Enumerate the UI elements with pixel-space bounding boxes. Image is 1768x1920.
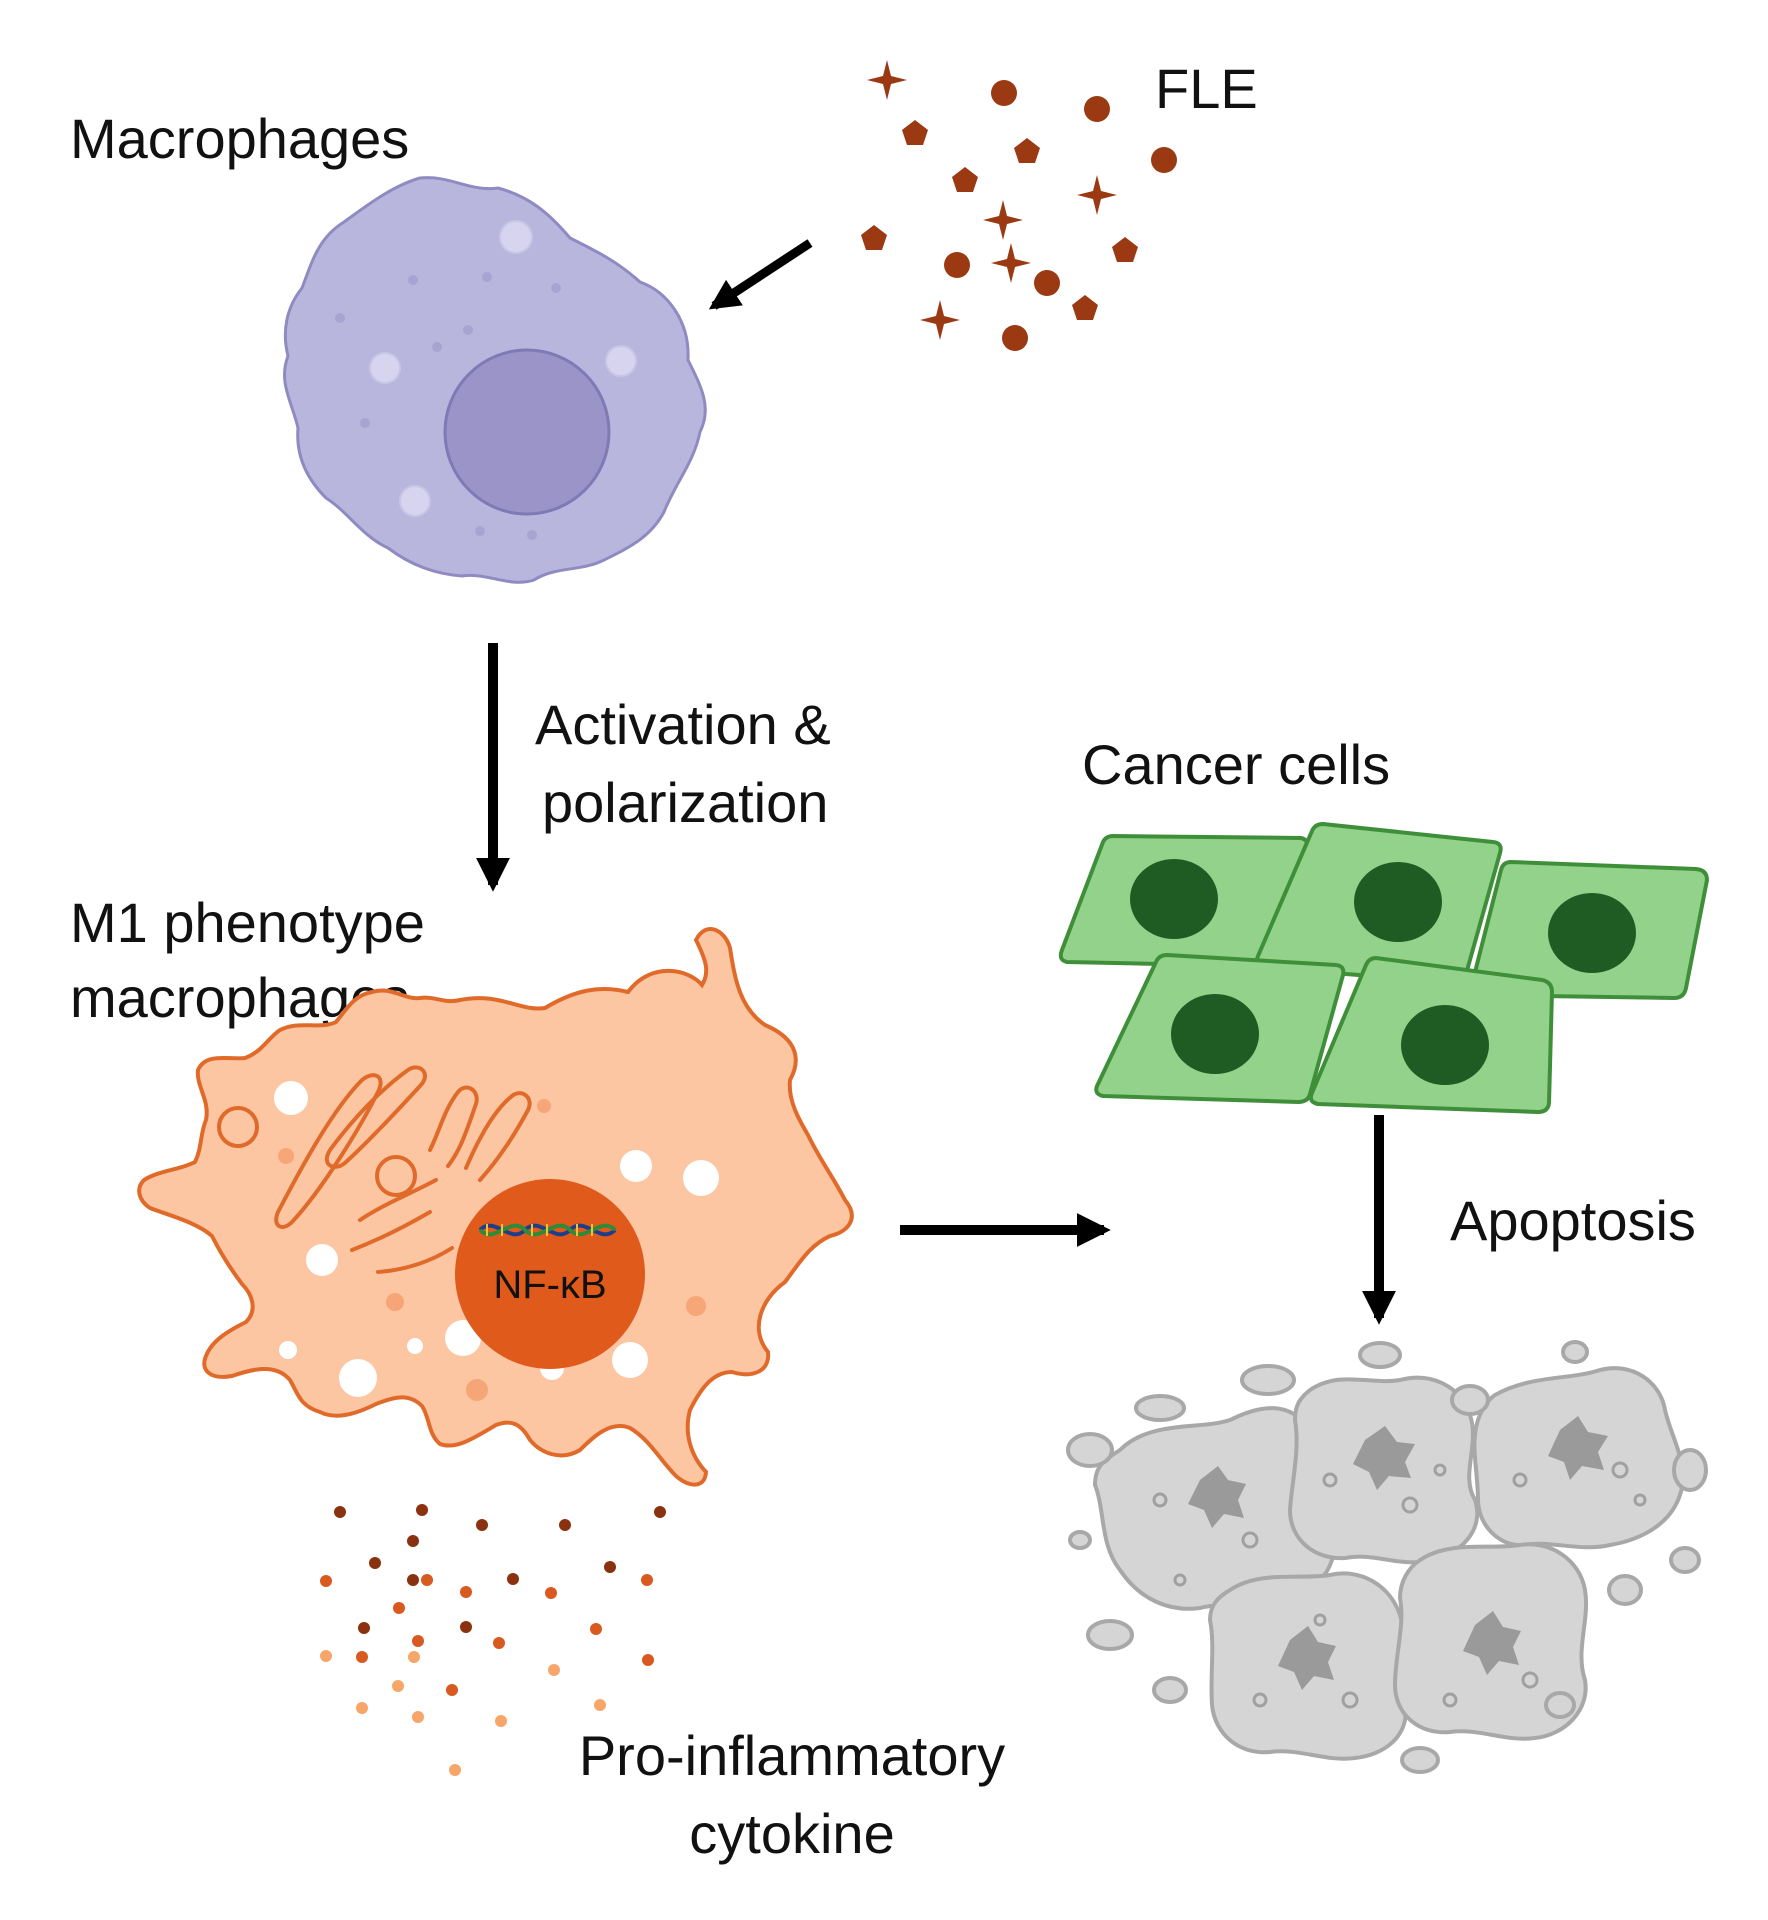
m1-macrophage: NF-κB (137, 927, 854, 1487)
fle-pentagon (1014, 138, 1040, 163)
apoptotic-fragment (1450, 1384, 1490, 1416)
fle-dot (944, 252, 970, 278)
apoptotic-fragment (1400, 1746, 1440, 1774)
fle-pentagon (952, 167, 978, 192)
apoptotic-fragment (1607, 1574, 1643, 1606)
cytokine-label-line2: cytokine (689, 1802, 894, 1865)
fle-star (991, 243, 1031, 283)
fle-dot (1002, 325, 1028, 351)
vesicle (369, 352, 401, 384)
fle-star (867, 60, 907, 100)
macrophage-nucleus (443, 348, 611, 516)
apoptotic-chromatin (1188, 1416, 1608, 1690)
apoptosis-label: Apoptosis (1450, 1189, 1696, 1252)
apoptotic-fragment (1134, 1394, 1186, 1422)
cancer-cell-nucleus (1171, 994, 1259, 1074)
cancer-cell-nucleus (1354, 862, 1442, 942)
cancer-cell-nucleus (1401, 1005, 1489, 1085)
vesicle (605, 345, 637, 377)
fle-star (1077, 175, 1117, 215)
apoptotic-fragment (1669, 1546, 1701, 1574)
apoptotic-fragment (1066, 1432, 1114, 1468)
vesicle (499, 220, 533, 254)
fle-pentagon (861, 225, 887, 250)
m1-vesicle (375, 1155, 417, 1197)
activation-label-line2: polarization (542, 771, 828, 834)
apoptotic-fragment (1068, 1530, 1092, 1550)
fle-dot (1151, 147, 1177, 173)
dna-helix-icon (478, 1223, 617, 1237)
cancer-cell-nucleus (1130, 859, 1218, 939)
fle-pentagon (1112, 237, 1138, 262)
apoptotic-granules (1152, 1461, 1647, 1709)
m1-label-line1: M1 phenotype (70, 891, 425, 954)
fle-dot (1034, 270, 1060, 296)
cytokine-label-line1: Pro-inflammatory (579, 1724, 1005, 1787)
apoptotic-fragment (1544, 1691, 1576, 1719)
fle-dot (1084, 96, 1110, 122)
apoptotic-cells (1066, 1340, 1708, 1774)
fle-label: FLE (1155, 57, 1258, 120)
apoptotic-fragment (1561, 1340, 1589, 1364)
resting-macrophage (283, 176, 707, 584)
fle-star (983, 200, 1023, 240)
apoptotic-fragment (1086, 1619, 1134, 1651)
fle-pentagon (1072, 295, 1098, 320)
arrow-fle-to-macrophage (708, 239, 813, 310)
fle-dot (991, 80, 1017, 106)
vesicle (399, 485, 431, 517)
apoptotic-fragment (1672, 1448, 1708, 1492)
activation-label-line1: Activation & (535, 693, 831, 756)
cancer-cell-nucleus (1548, 893, 1636, 973)
fle-star (920, 300, 960, 340)
apoptotic-fragment (1152, 1676, 1188, 1704)
fle-particles (861, 60, 1177, 351)
fle-pentagon (902, 120, 928, 145)
apoptotic-fragment (1240, 1364, 1296, 1396)
cancer-cells-label: Cancer cells (1082, 733, 1390, 796)
macrophages-label: Macrophages (70, 107, 409, 170)
nfkb-label: NF-κB (493, 1263, 606, 1307)
cancer-cells (1058, 821, 1710, 1115)
apoptotic-fragment (1358, 1341, 1402, 1369)
cytokine-particles (320, 1504, 666, 1776)
m1-vesicle (217, 1106, 259, 1148)
